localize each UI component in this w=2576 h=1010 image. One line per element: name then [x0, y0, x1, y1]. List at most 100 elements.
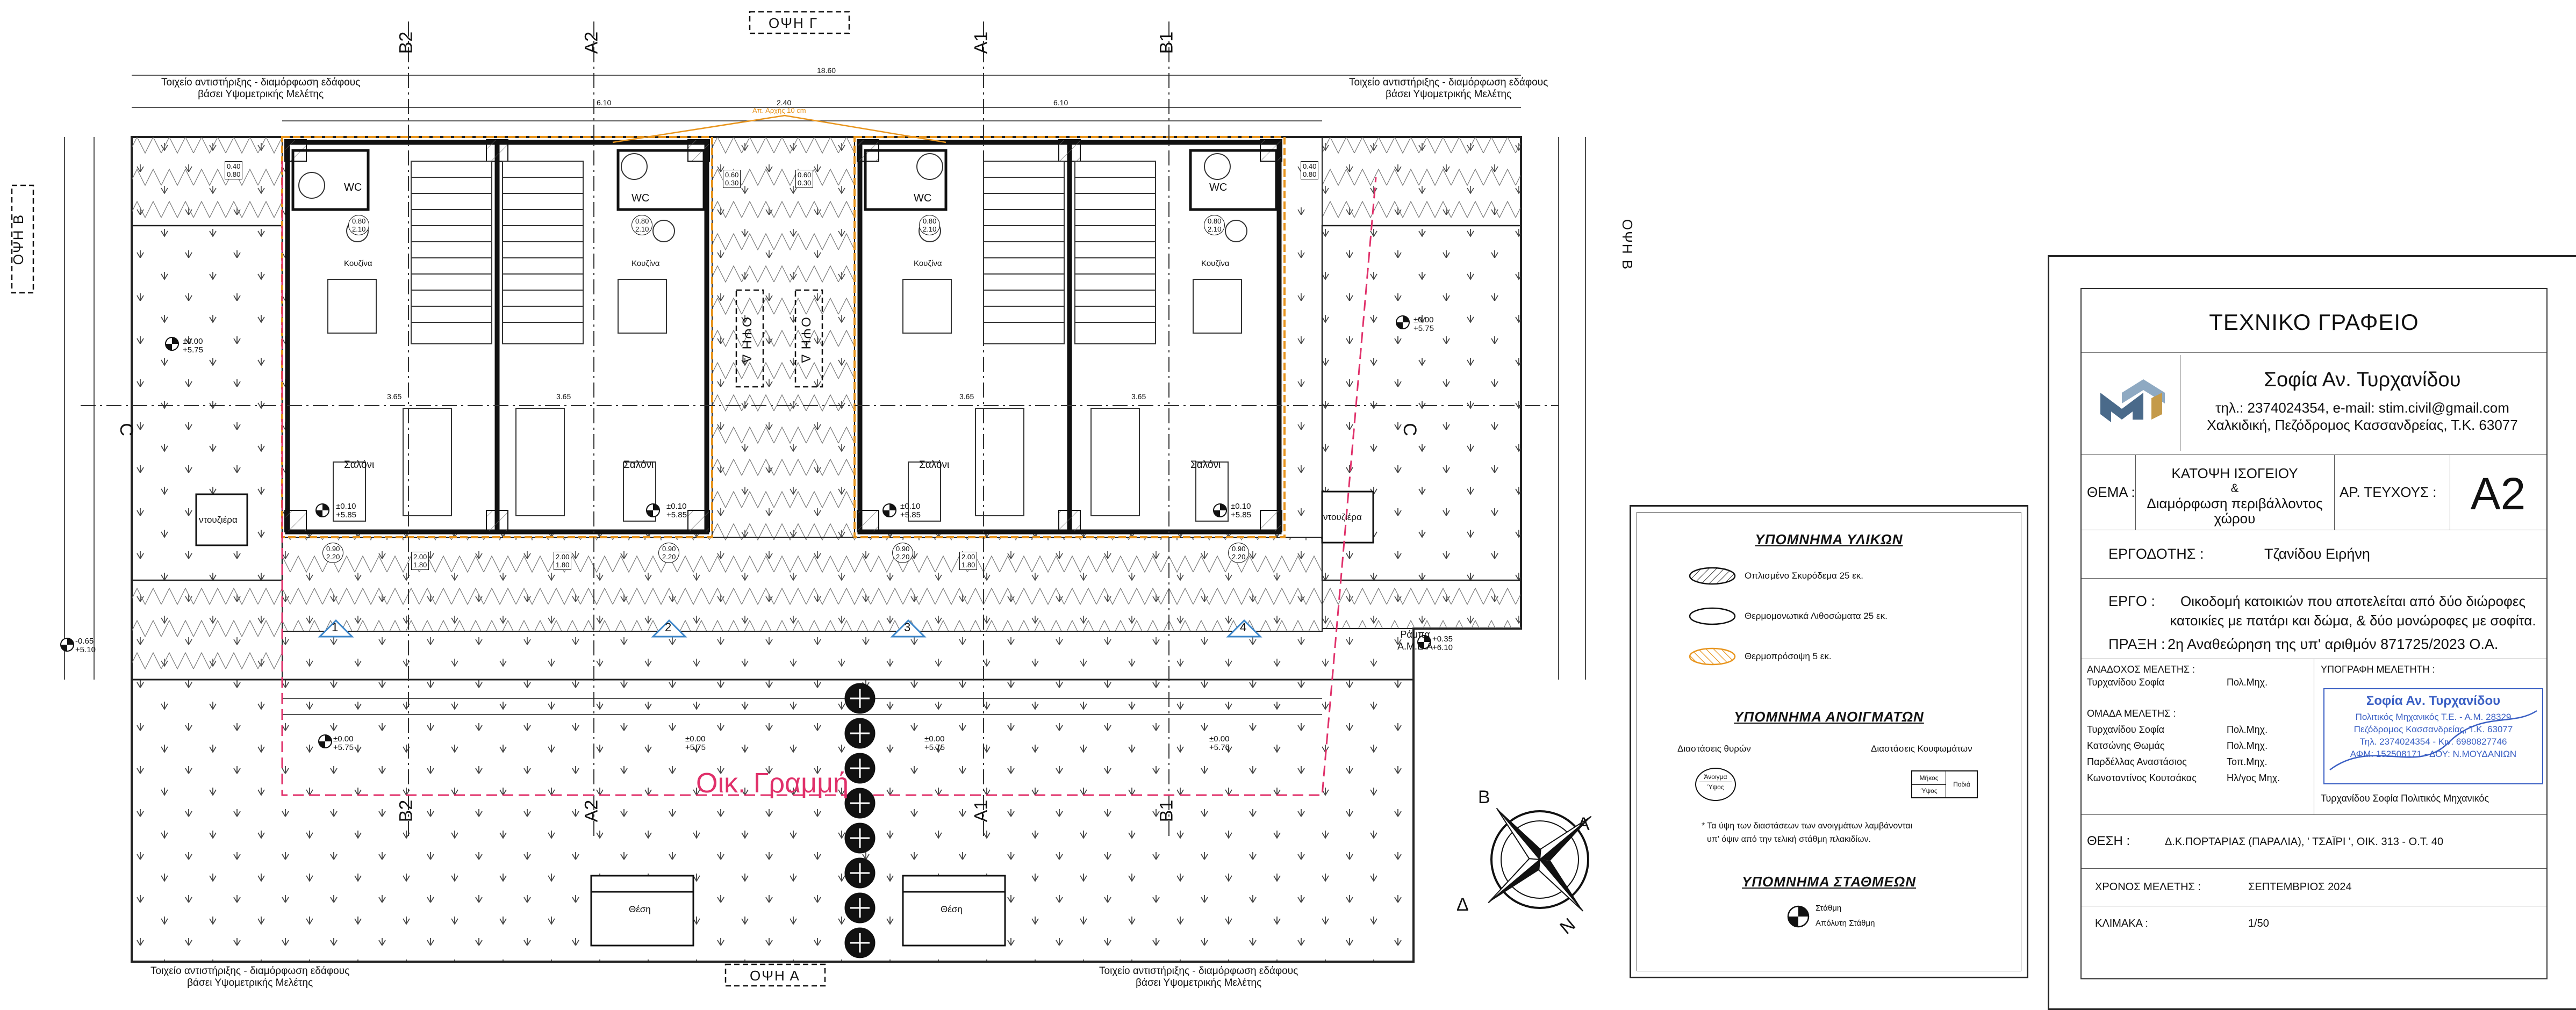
- setback-label: Απ. Αρχής 10 cm: [752, 106, 806, 114]
- parking-label-2: Θέση: [941, 904, 963, 914]
- issue-label: ΑΡ. ΤΕΥΧΟΥΣ :: [2340, 484, 2437, 500]
- location-label: ΘΕΣΗ :: [2087, 834, 2130, 848]
- compass-a: A: [1577, 814, 1590, 834]
- upper-right-terrace: [1322, 136, 1522, 226]
- room-living-1: Σαλόνι: [344, 459, 375, 471]
- room-living-2: Σαλόνι: [623, 459, 654, 471]
- shower-left: [195, 493, 248, 546]
- room-wc-4: WC: [1209, 182, 1228, 193]
- dim-overall: 18.60: [817, 66, 836, 75]
- project-line-2: κατοικίες με πατάρι και δώμα, & δύο μονώ…: [2170, 612, 2536, 629]
- room-kitchen-3: Κουζίνα: [914, 259, 942, 268]
- compass-d: Δ: [1456, 894, 1469, 915]
- right-low-terrace: [1322, 580, 1522, 629]
- dim-365-d: 3.65: [1131, 392, 1146, 401]
- subject-line-4: χώρου: [2214, 510, 2256, 526]
- levels-legend-title: ΥΠΟΜΝΗΜΑ ΣΤΑΘΜΕΩΝ: [1741, 874, 1917, 890]
- dim-365-a: 3.65: [387, 392, 402, 401]
- insulated-block-symbol: [1689, 607, 1736, 625]
- setback-line: [612, 114, 946, 143]
- section-label-a1-top: A1: [971, 31, 992, 54]
- window-symbol: Μήκος Ύψος Ποδιά: [1911, 770, 1978, 798]
- elevation-yard-4: ±0.00+5.75: [1209, 734, 1230, 752]
- level-label: Στάθμη: [1816, 904, 1842, 913]
- retaining-wall-note-tr: Τοιχείο αντιστήριξης - διαμόρφωση εδάφου…: [1349, 77, 1548, 100]
- elevation-living-3: ±0.10+5.85: [900, 502, 921, 520]
- dim-365-c: 3.65: [959, 392, 974, 401]
- contractor-label: ΑΝΑΔΟΧΟΣ ΜΕΛΕΤΗΣ :: [2087, 664, 2195, 675]
- title-block: ΤΕΧΝΙΚΟ ΓΡΑΦΕΙΟ Σοφία Αν. Τυρχανίδου τηλ…: [2048, 255, 2576, 1010]
- action-label: ΠΡΑΞΗ :: [2108, 636, 2165, 652]
- view-label-right: ΟΨΗ Β: [1619, 219, 1636, 271]
- elevation-living-2: ±0.10+5.85: [666, 502, 687, 520]
- section-label-b2-top: B2: [396, 31, 417, 54]
- unit-markers: [318, 619, 1262, 638]
- material-etics: Θερμοπρόσοψη 5 εκ.: [1745, 651, 1832, 661]
- etics-symbol: [1689, 647, 1736, 666]
- section-label-a2-bottom: A2: [581, 799, 602, 823]
- client-name: Τζανίδου Ειρήνη: [2264, 546, 2370, 562]
- materials-legend-title: ΥΠΟΜΝΗΜΑ ΥΛΙΚΩΝ: [1755, 531, 1903, 547]
- scale-label: ΚΛΙΜΑΚΑ :: [2095, 918, 2148, 929]
- signature-name: Τυρχανίδου Σοφία Πολιτικός Μηχανικός: [2321, 793, 2489, 804]
- unit-number-3: 3: [904, 621, 911, 634]
- project-label: ΕΡΓΟ :: [2108, 593, 2155, 609]
- action-text: 2η Αναθεώρηση της υπ' αριθμόν 871725/202…: [2168, 636, 2499, 652]
- elevation-living-4: ±0.10+5.85: [1231, 502, 1251, 520]
- center-yard: [712, 136, 855, 538]
- openings-note-2: υπ' όψιν από την τελική στάθμη πλακιδίων…: [1707, 835, 1871, 844]
- left-low-terrace: [131, 580, 283, 680]
- compass-rose: [1488, 807, 1592, 912]
- view-label-top: ΟΨΗ Γ: [769, 15, 819, 31]
- team-name-3: Παρδέλλας Αναστάσιος: [2087, 756, 2187, 767]
- team-name-4: Κωνσταντίνος Κουτσάκας: [2087, 773, 2197, 783]
- material-insulated-blocks: Θερμομονωτικά Λιθοσώματα 25 εκ.: [1745, 611, 1888, 621]
- room-wc-3: WC: [914, 192, 932, 204]
- parking-label-1: Θέση: [629, 904, 651, 914]
- parking-blocks: [590, 875, 1006, 947]
- engineer-address: Χαλκιδική, Πεζόδρομος Κασσανδρείας, Τ.Κ.…: [2207, 417, 2518, 433]
- subject-line-1: ΚΑΤΟΨΗ ΙΣΟΓΕΙΟΥ: [2171, 465, 2298, 481]
- section-label-a2-top: A2: [581, 31, 602, 54]
- elevation-lower-left: -0.65+5.10: [75, 637, 96, 654]
- team-role-1: Πολ.Μηχ.: [2227, 724, 2268, 735]
- retaining-wall-note-tl: Τοιχείο αντιστήριξης - διαμόρφωση εδάφου…: [161, 77, 361, 100]
- view-label-center-left: ΟΨΗ Δ: [739, 317, 754, 364]
- section-label-a1-bottom: A1: [971, 799, 992, 823]
- view-label-bottom: ΟΨΗ Α: [750, 968, 800, 984]
- retaining-wall-note-br: Τοιχείο αντιστήριξης - διαμόρφωση εδάφου…: [1099, 965, 1298, 989]
- unit-number-4: 4: [1240, 621, 1247, 634]
- building-line-label: Οικ. Γραμμή: [696, 768, 849, 799]
- issue-number: A2: [2470, 468, 2526, 519]
- section-label-c-right: C: [1399, 423, 1420, 436]
- room-wc-1: WC: [344, 182, 362, 193]
- client-label: ΕΡΓΟΔΟΤΗΣ :: [2108, 546, 2204, 562]
- contractor-role: Πολ.Μηχ.: [2227, 677, 2268, 688]
- lower-yard: [131, 679, 1415, 963]
- room-shower-left: ντουζιέρα: [199, 515, 238, 525]
- elevation-left-yard: ±0.00+5.75: [183, 337, 203, 355]
- unit-number-2: 2: [665, 621, 672, 634]
- scale-value: 1/50: [2248, 918, 2269, 929]
- house-units: [281, 136, 1286, 538]
- team-role-2: Πολ.Μηχ.: [2227, 740, 2268, 751]
- room-kitchen-1: Κουζίνα: [344, 259, 372, 268]
- room-living-3: Σαλόνι: [919, 459, 950, 471]
- team-label: ΟΜΑΔΑ ΜΕΛΕΤΗΣ :: [2087, 708, 2176, 719]
- subject-line-2: &: [2230, 481, 2239, 495]
- openings-note-1: * Τα ύψη των διαστάσεων των ανοιγμάτων λ…: [1702, 821, 1913, 831]
- legend-panel: ΥΠΟΜΝΗΜΑ ΥΛΙΚΩΝ Οπλισμένο Σκυρόδεμα 25 ε…: [1630, 505, 2028, 978]
- view-label-left: ΟΨΗ Β: [10, 213, 27, 265]
- concrete-symbol: [1689, 567, 1736, 585]
